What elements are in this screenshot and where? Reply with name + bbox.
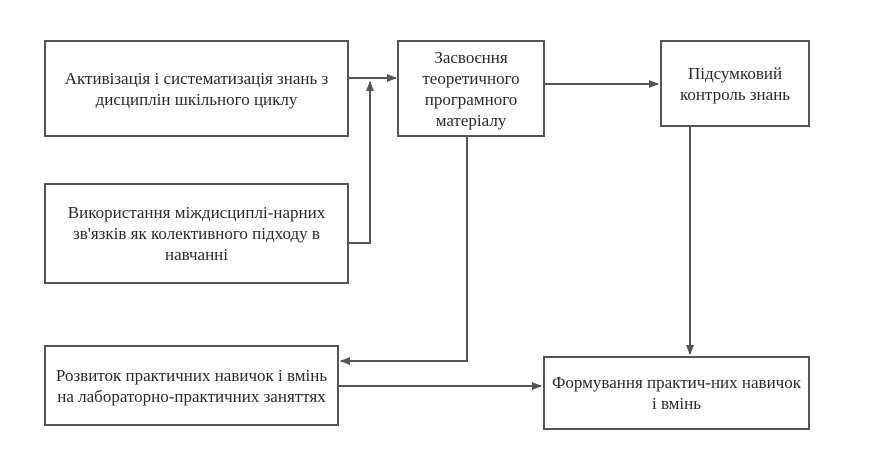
theory-mastery-label: Засвоєння теоретичного програмного матер…: [422, 47, 520, 130]
theory-mastery-box: Засвоєння теоретичного програмного матер…: [397, 40, 545, 137]
activation-label: Активізація і систематизація знань з дис…: [64, 68, 329, 109]
interdisciplinary-label: Використання міждисциплі-нарних зв'язків…: [67, 203, 326, 264]
practical-skills-formation-label: Формування практич-них навичок і вмінь: [552, 373, 801, 413]
interdisciplinary-box: Використання міждисциплі-нарних зв'язків…: [44, 183, 349, 284]
arrow-mastery-to-development: [340, 137, 468, 365]
practical-skills-formation-box: Формування практич-них навичок і вмінь: [543, 356, 810, 430]
final-control-box: Підсумковий контроль знань: [660, 40, 810, 127]
practical-skills-development-label: Розвиток практичних навичок і вмінь на л…: [55, 365, 328, 406]
final-control-label: Підсумковий контроль знань: [679, 63, 791, 104]
practical-skills-development-box: Розвиток практичних навичок і вмінь на л…: [44, 345, 339, 426]
activation-box: Активізація і систематизація знань з дис…: [44, 40, 349, 137]
arrow-interdisciplinary-to-mastery: [349, 81, 374, 244]
